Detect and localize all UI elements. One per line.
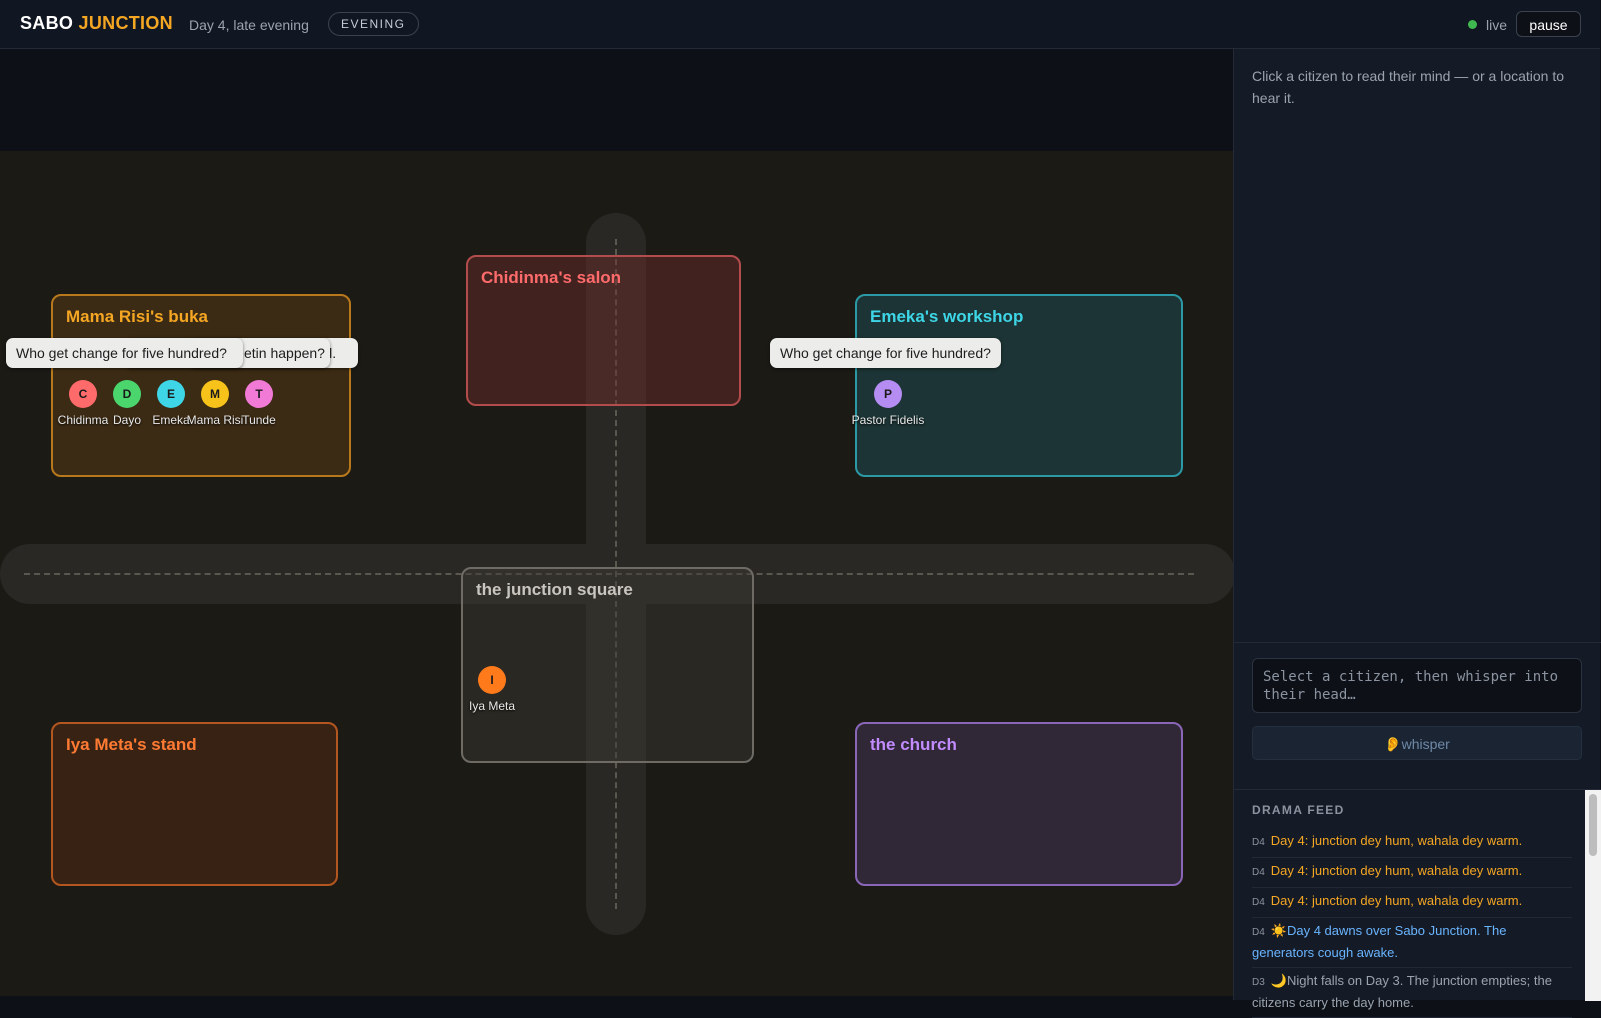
citizen-avatar: P [874,380,902,408]
ear-icon: 👂 [1384,736,1402,752]
feed-text: 🌙Night falls on Day 3. The junction empt… [1252,973,1552,1010]
feed-item: D4 Day 4: junction dey hum, wahala dey wa… [1252,828,1572,858]
whisper-button[interactable]: 👂whisper [1252,726,1582,760]
brand-word-2: JUNCTION [78,13,173,33]
top-bar: SABO JUNCTION Day 4, late evening EVENIN… [0,0,1600,49]
inspector-sidebar: Click a citizen to read their mind — or … [1233,49,1601,1018]
location-title: Emeka's workshop [870,307,1024,326]
location-title: Mama Risi's buka [66,307,208,326]
feed-day: D3 [1252,977,1265,988]
feed-text: Day 4: junction dey hum, wahala dey warm… [1270,833,1523,848]
feed-day: D4 [1252,837,1265,848]
citizen-avatar: D [113,380,141,408]
feed-item: D4 Day 4: junction dey hum, wahala dey wa… [1252,858,1572,888]
pause-button[interactable]: pause [1516,11,1581,37]
whisper-input[interactable] [1252,658,1582,713]
location-junction-square[interactable]: the junction square [461,567,754,763]
location-title: Chidinma's salon [481,268,622,287]
citizen-avatar: M [201,380,229,408]
location-church[interactable]: the church [855,722,1183,886]
location-title: the church [870,735,957,754]
location-iya-metas-stand[interactable]: Iya Meta's stand [51,722,338,886]
feed-text: Day 4: junction dey hum, wahala dey warm… [1270,863,1523,878]
feed-text: Day 4: junction dey hum, wahala dey warm… [1270,893,1523,908]
location-chidinmas-salon[interactable]: Chidinma's salon [466,255,741,406]
drama-feed-title: DRAMA FEED [1252,803,1345,817]
location-mama-risis-buka[interactable]: Mama Risi's buka [51,294,351,477]
feed-day: D4 [1252,867,1265,878]
feed-scrollbar-thumb[interactable] [1589,794,1597,856]
citizen-name: Pastor Fidelis [851,413,925,427]
location-emekas-workshop[interactable]: Emeka's workshop [855,294,1183,477]
live-status-label: live [1486,17,1508,33]
live-indicator-icon [1468,20,1477,29]
inspector-hint: Click a citizen to read their mind — or … [1252,68,1565,106]
feed-day: D4 [1252,927,1265,938]
whisper-button-label: whisper [1401,736,1450,752]
citizen-name: Iya Meta [468,699,516,713]
brand-word-1: SABO [20,13,74,33]
feed-item: D4 Day 4: junction dey hum, wahala dey wa… [1252,888,1572,918]
citizen-name: Dayo [112,413,142,427]
town-map: Mama Risi's buka Chidinma's salon Emeka'… [0,49,1235,1000]
horizontal-road-markings [24,573,1194,575]
speech-bubble: Who get change for five hundred? [6,338,243,368]
citizen-name: Mama Risi [186,413,244,427]
citizen-avatar: I [478,666,506,694]
feed-item: D4☀️Day 4 dawns over Sabo Junction. The … [1252,918,1572,968]
day-time-label: Day 4, late evening [189,17,309,33]
phase-badge: EVENING [328,12,419,36]
feed-item: D3🌙Night falls on Day 3. The junction em… [1252,968,1572,1018]
citizen-avatar: C [69,380,97,408]
citizen-avatar: T [245,380,273,408]
citizen-avatar: E [157,380,185,408]
app-title: SABO JUNCTION [20,13,173,34]
speech-bubble: Who get change for five hundred? [770,338,1001,368]
feed-day: D4 [1252,897,1265,908]
location-title: the junction square [476,580,633,599]
location-title: Iya Meta's stand [66,735,197,754]
citizen-name: Chidinma [57,413,109,427]
whisper-panel: 👂whisper [1234,642,1601,789]
citizen-name: Tunde [242,413,276,427]
feed-text: ☀️Day 4 dawns over Sabo Junction. The ge… [1252,923,1507,960]
citizen-name: Emeka [152,413,190,427]
